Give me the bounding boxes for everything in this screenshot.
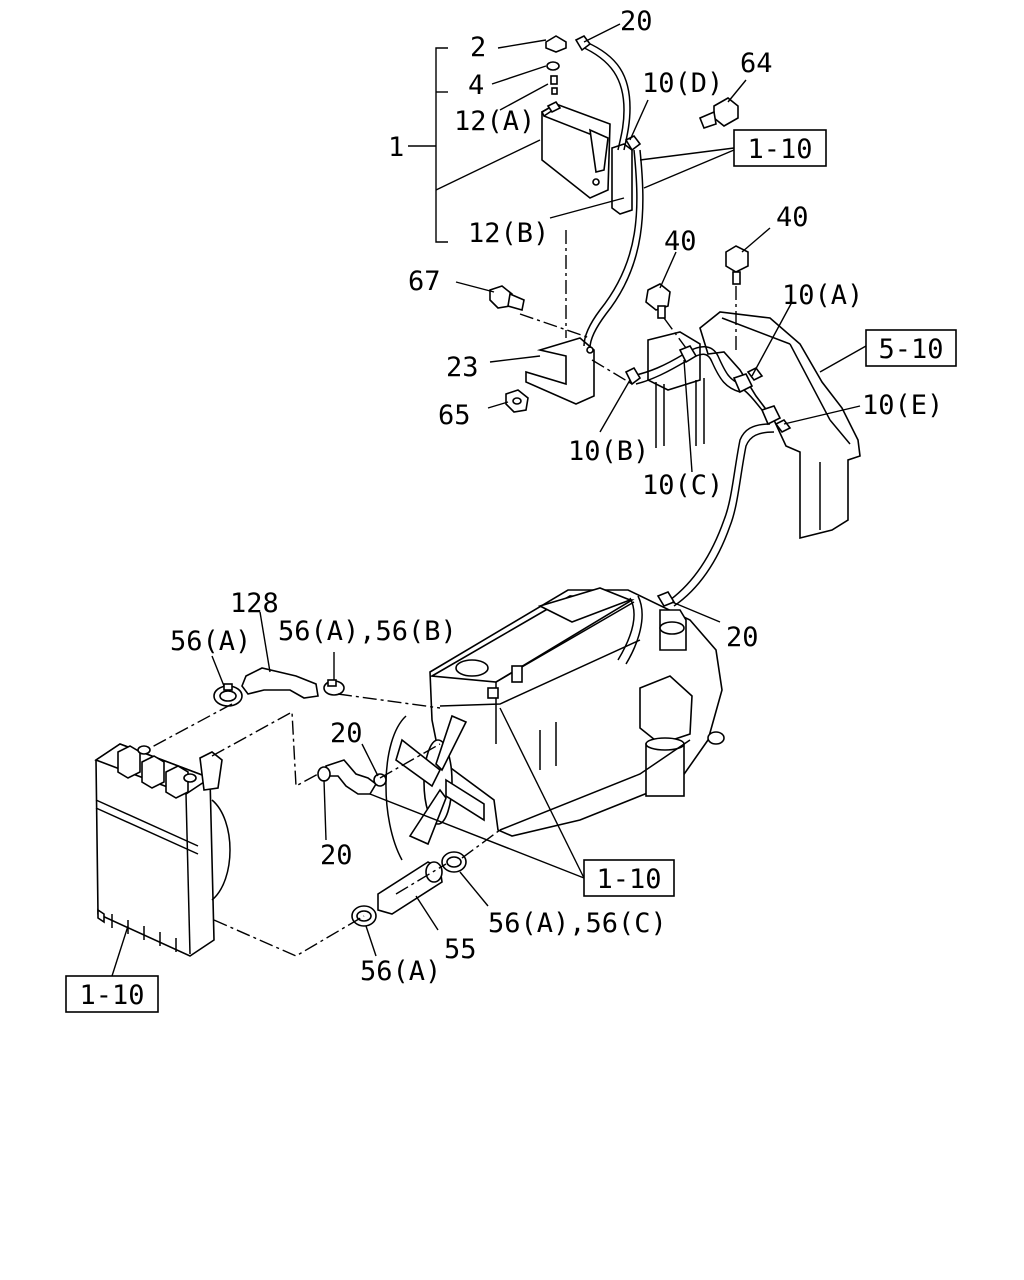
callout-23: 23 — [446, 352, 479, 383]
fitting-40-right — [725, 245, 749, 285]
frame-hoses — [624, 345, 792, 607]
callout-56a-low: 56(A) — [360, 956, 441, 987]
callout-12b: 12(B) — [468, 218, 549, 249]
ref-box-top[interactable]: 1-10 — [733, 129, 827, 167]
tank-bracket — [519, 143, 633, 405]
callout-56ac: 56(A),56(C) — [488, 908, 667, 939]
bolt-67 — [489, 285, 525, 312]
callout-55: 55 — [444, 934, 477, 965]
nut-65 — [505, 389, 529, 413]
callout-10a: 10(A) — [782, 280, 863, 311]
ref-label-top: 1-10 — [747, 134, 812, 165]
callout-20-low: 20 — [320, 840, 353, 871]
callout-2: 2 — [470, 32, 486, 63]
bypass-hose — [317, 759, 387, 795]
callout-56ab: 56(A),56(B) — [278, 616, 457, 647]
reservoir-tank — [540, 35, 611, 199]
clamp-56a-upper — [213, 683, 243, 707]
upper-hose-128 — [241, 667, 319, 699]
fitting-40-left — [645, 283, 671, 319]
callout-labels: 1 2 4 12(A) 12(B) 20 10(D) 64 40 40 10(A… — [170, 6, 943, 987]
callout-40-left: 40 — [664, 226, 697, 257]
clamp-56ab — [323, 679, 345, 696]
radiator — [94, 743, 231, 957]
callout-10c: 10(C) — [642, 470, 723, 501]
assembly-lines — [149, 693, 501, 957]
callout-20-mid: 20 — [726, 622, 759, 653]
callout-65: 65 — [438, 400, 471, 431]
group-bracket — [408, 47, 541, 243]
callout-56a-left: 56(A) — [170, 626, 251, 657]
callout-20-hose: 20 — [330, 718, 363, 749]
callout-10e: 10(E) — [862, 390, 943, 421]
cooling-fan — [385, 714, 485, 861]
callout-20-top: 20 — [620, 6, 653, 37]
ref-box-5-10[interactable]: 5-10 — [865, 329, 957, 367]
fitting-64 — [698, 97, 739, 129]
lower-hose-55 — [377, 861, 443, 915]
ref-box-radiator[interactable]: 1-10 — [65, 975, 159, 1013]
engine — [429, 587, 725, 837]
callout-12a: 12(A) — [454, 106, 535, 137]
ref-label-radiator: 1-10 — [79, 980, 144, 1011]
ref-label-5-10: 5-10 — [878, 334, 943, 365]
callout-10b: 10(B) — [568, 436, 649, 467]
callout-1: 1 — [388, 132, 404, 163]
ref-box-engine[interactable]: 1-10 — [583, 859, 675, 897]
callout-67: 67 — [408, 266, 441, 297]
callout-4: 4 — [468, 70, 484, 101]
leader-lines — [111, 23, 867, 977]
callout-10d: 10(D) — [642, 68, 723, 99]
clamp-56ac — [441, 851, 467, 873]
ref-label-engine: 1-10 — [596, 864, 661, 895]
callout-40-right: 40 — [776, 202, 809, 233]
callout-128: 128 — [230, 588, 279, 619]
callout-64: 64 — [740, 48, 773, 79]
